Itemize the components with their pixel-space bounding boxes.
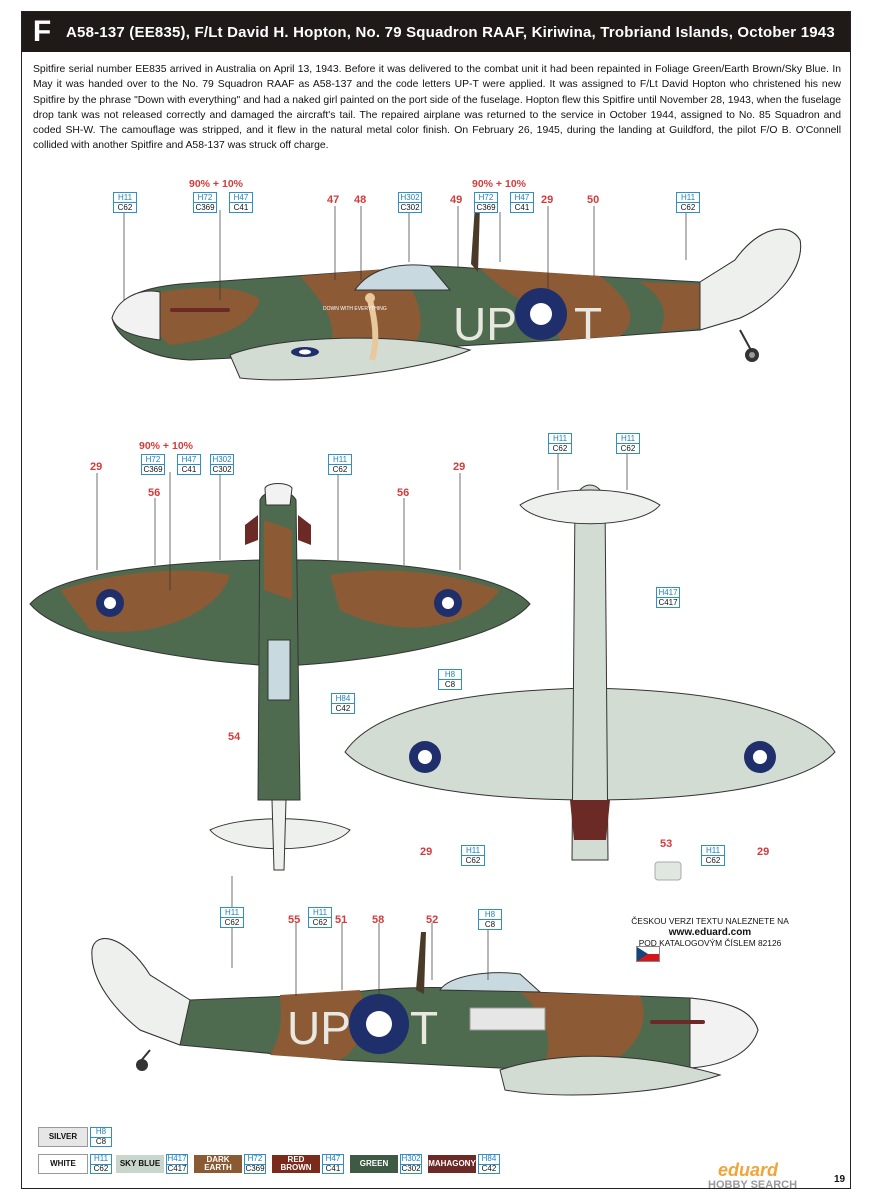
top-view — [29, 483, 531, 871]
watermark: HOBBY SEARCH — [708, 1179, 798, 1191]
profile-letter: F — [32, 15, 52, 48]
mix-label: 90% + 10% — [189, 178, 243, 190]
starboard-profile — [91, 932, 759, 1096]
stencil-number: 56 — [148, 487, 161, 499]
nose-art-label: DOWN WITH EVERYTHING — [323, 306, 387, 312]
stencil-number: 29 — [453, 461, 466, 473]
eduard-link[interactable]: www.eduard.com — [668, 927, 752, 938]
code-left-top: UP — [453, 298, 517, 350]
mix-label: 90% + 10% — [139, 440, 193, 452]
stencil-number: 51 — [335, 914, 348, 926]
stencil-number: 47 — [327, 194, 340, 206]
stencil-number: 50 — [587, 194, 600, 206]
port-profile — [111, 205, 802, 381]
leader-lines — [96, 206, 687, 1010]
profile-title: A58-137 (EE835), F/Lt David H. Hopton, N… — [66, 23, 835, 41]
stencil-number: 49 — [450, 194, 463, 206]
code-left-bottom: UP — [287, 1002, 351, 1054]
czech-line-1: ČESKOU VERZI TEXTU NALEZNETE NA — [631, 916, 789, 926]
code-right-bottom: T — [410, 1002, 438, 1054]
stencil-number: 56 — [397, 487, 410, 499]
stencil-number: 48 — [354, 194, 367, 206]
czech-version-note: ČESKOU VERZI TEXTU NALEZNETE NA www.edua… — [612, 916, 808, 949]
stencil-number: 29 — [541, 194, 554, 206]
mix-label: 90% + 10% — [472, 178, 526, 190]
header-bar: F A58-137 (EE835), F/Lt David H. Hopton,… — [22, 12, 850, 52]
stencil-number: 29 — [757, 846, 770, 858]
page-number: 19 — [834, 1174, 846, 1185]
stencil-number: 29 — [90, 461, 103, 473]
stencil-number: 52 — [426, 914, 439, 926]
eduard-logo: eduard — [718, 1160, 779, 1180]
page-frame — [21, 11, 851, 1189]
stencil-number: 29 — [420, 846, 433, 858]
stencil-number: 55 — [288, 914, 301, 926]
code-right-top: T — [574, 298, 602, 350]
description-text: Spitfire serial number EE835 arrived in … — [33, 64, 841, 152]
czech-line-3: POD KATALOGOVÝM ČÍSLEM 82126 — [638, 938, 782, 948]
stencil-number: 54 — [228, 731, 241, 743]
czech-flag-icon — [636, 946, 660, 962]
stencil-number: 58 — [372, 914, 385, 926]
stencil-number: 53 — [660, 838, 673, 850]
underside-view — [344, 484, 836, 881]
